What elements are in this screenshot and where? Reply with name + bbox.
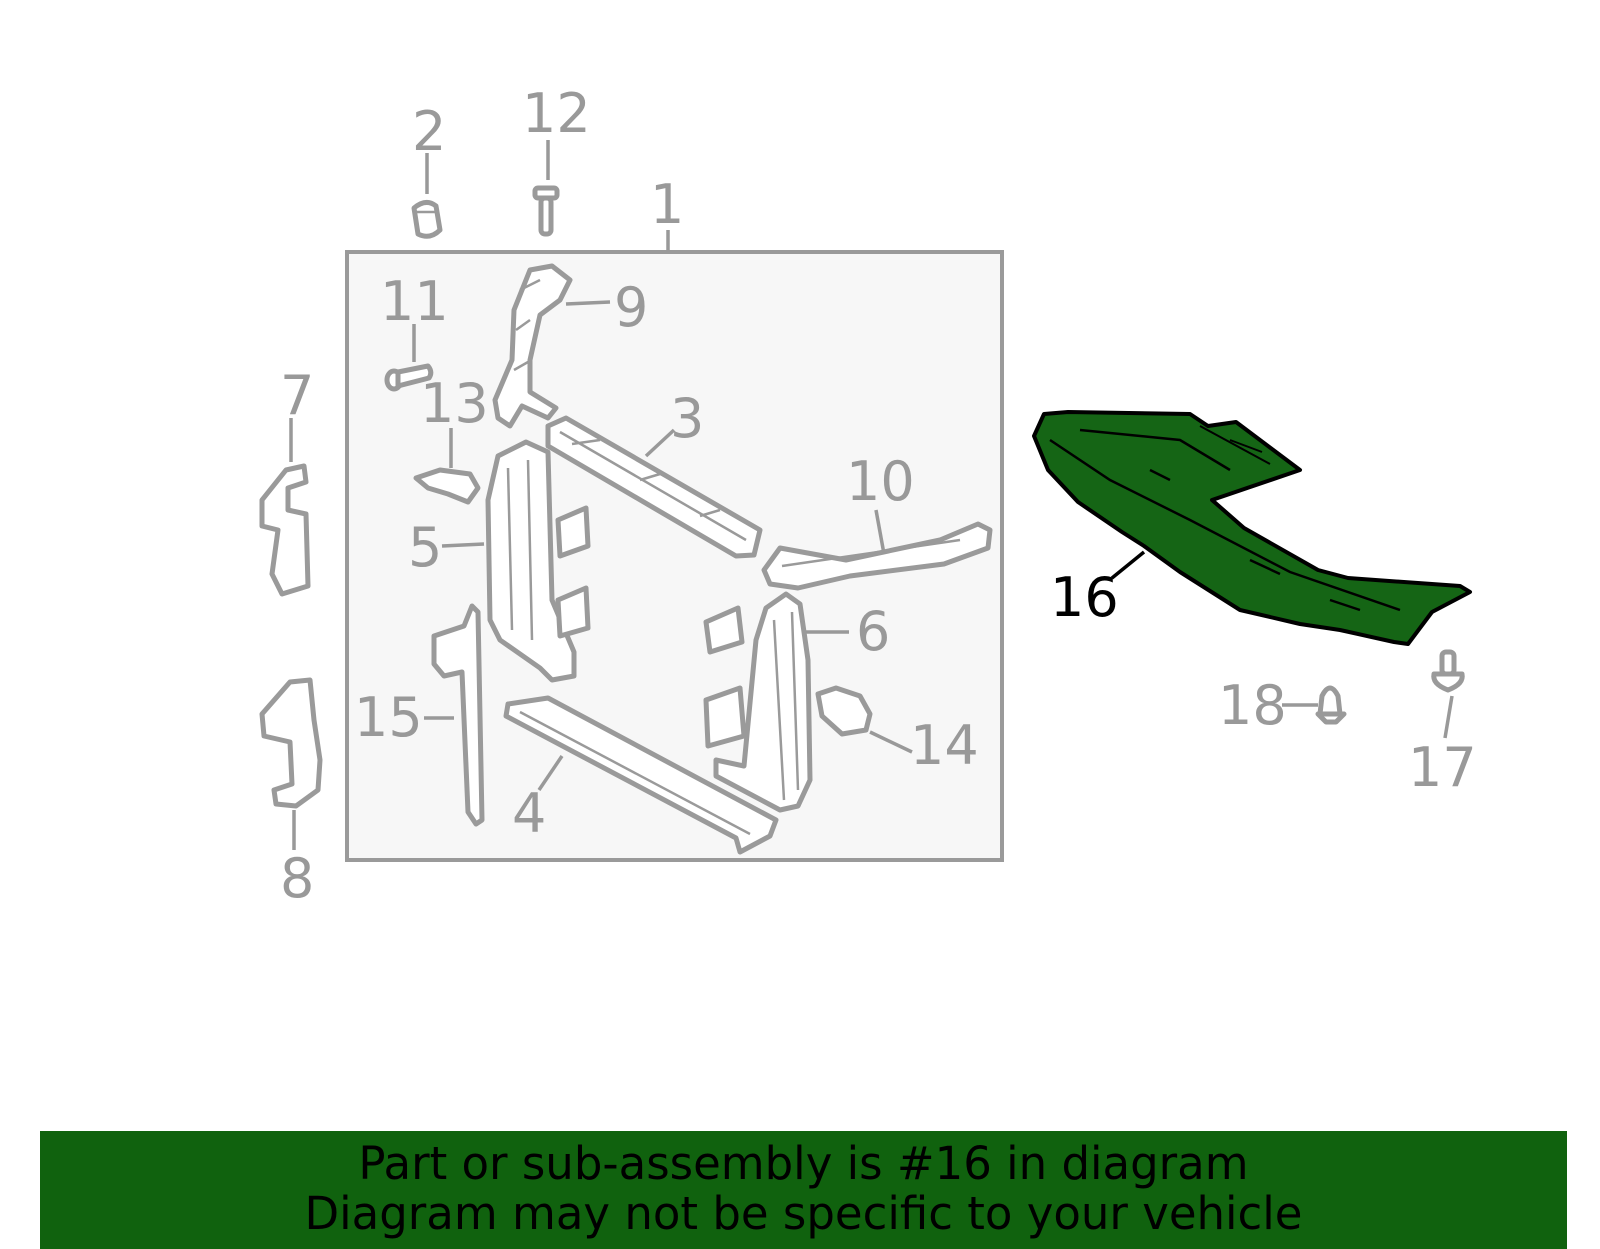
part-11-pin bbox=[384, 363, 434, 392]
callout-11: 11 bbox=[380, 270, 449, 333]
part-13-bracket bbox=[413, 467, 481, 505]
callout-6: 6 bbox=[856, 600, 890, 663]
callout-17: 17 bbox=[1408, 736, 1477, 799]
callout-4: 4 bbox=[512, 782, 546, 845]
part-18-clip bbox=[1315, 685, 1347, 725]
callout-10: 10 bbox=[846, 450, 915, 513]
part-16-engine-undercover bbox=[1032, 410, 1472, 646]
part-3-tie-bar bbox=[545, 415, 763, 559]
part-14-bracket bbox=[815, 685, 873, 737]
leader-lines bbox=[289, 140, 1454, 850]
part-15-stay bbox=[431, 603, 485, 827]
callout-13: 13 bbox=[420, 372, 489, 435]
part-6-side-member bbox=[703, 591, 813, 813]
callout-1: 1 bbox=[650, 173, 684, 236]
callout-labels: 1 2 3 4 5 6 7 8 9 10 11 12 13 14 15 16 1… bbox=[280, 82, 1477, 910]
callout-14: 14 bbox=[910, 714, 979, 777]
part-17-bolt bbox=[1431, 649, 1465, 693]
part-2-clip bbox=[411, 200, 443, 239]
callout-7: 7 bbox=[280, 364, 314, 427]
callout-16: 16 bbox=[1050, 566, 1119, 629]
banner-line-2: Diagram may not be specific to your vehi… bbox=[304, 1187, 1303, 1240]
part-9-support bbox=[492, 263, 573, 429]
banner-line-1: Part or sub-assembly is #16 in diagram bbox=[358, 1137, 1249, 1190]
part-8-bracket bbox=[259, 677, 323, 809]
part-4-lower-bar bbox=[503, 695, 779, 855]
callout-18: 18 bbox=[1218, 674, 1287, 737]
callout-9: 9 bbox=[614, 276, 648, 339]
callout-12: 12 bbox=[522, 82, 591, 145]
part-10-cross-member bbox=[761, 521, 993, 591]
part-5-side-member bbox=[485, 439, 591, 683]
part-12-bolt bbox=[532, 185, 560, 237]
callout-5: 5 bbox=[408, 516, 442, 579]
callout-8: 8 bbox=[280, 847, 314, 910]
callout-15: 15 bbox=[354, 686, 423, 749]
callout-3: 3 bbox=[670, 387, 704, 450]
callout-2: 2 bbox=[412, 100, 446, 163]
info-banner: Part or sub-assembly is #16 in diagram D… bbox=[40, 1131, 1567, 1249]
part-7-bracket bbox=[259, 463, 311, 597]
